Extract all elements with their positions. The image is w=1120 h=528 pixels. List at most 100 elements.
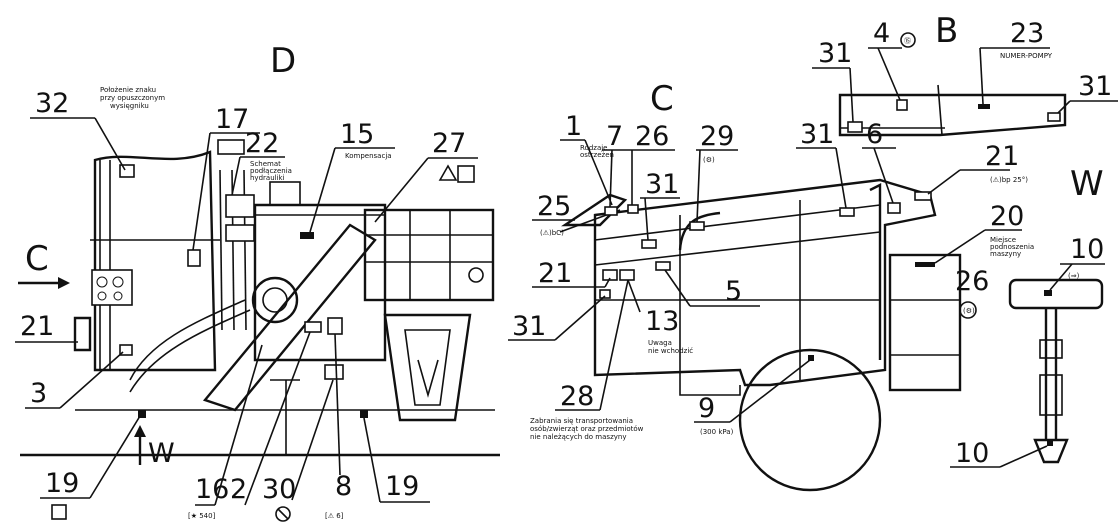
hose <box>129 299 246 381</box>
sign-c26b <box>959 301 977 319</box>
knob-icon <box>97 291 107 301</box>
note-c20a: Miejsce <box>990 236 1016 244</box>
callout-c25: 25 <box>537 191 571 222</box>
leader <box>244 331 311 506</box>
sticker-19b <box>360 410 368 418</box>
callout-2: 2 <box>230 474 247 505</box>
callout-19a: 19 <box>45 468 79 499</box>
callout-30: 30 <box>262 474 296 505</box>
leader <box>309 147 336 233</box>
hose <box>129 309 251 393</box>
callout-w10a: 10 <box>1070 234 1104 265</box>
view-d: D <box>15 41 500 522</box>
leader <box>599 279 629 411</box>
sticker-21c <box>619 269 635 281</box>
sticker-b31b <box>1047 112 1061 122</box>
callout-8: 8 <box>335 471 352 502</box>
valve-block <box>225 194 255 218</box>
callout-b31b: 31 <box>1078 71 1112 102</box>
sticker-3 <box>119 344 133 356</box>
leader <box>554 295 606 341</box>
arrow-c-head <box>58 277 70 289</box>
callout-w10b: 10 <box>955 438 989 469</box>
sign-c26b-text: (⚙) <box>963 307 975 315</box>
sign-c25: (⚠)bC) <box>540 229 564 237</box>
note-d15: Kompensacja <box>345 152 392 160</box>
callout-21: 21 <box>20 311 54 342</box>
hopper <box>383 313 472 422</box>
sticker-w10b <box>1047 440 1053 446</box>
w-bar <box>1008 278 1104 310</box>
callout-c31a: 31 <box>645 169 679 200</box>
callout-c31c: 31 <box>512 311 546 342</box>
view-c: C 1 Ro <box>508 79 1034 492</box>
hopper-v <box>417 359 439 398</box>
arrow-w-head <box>134 425 146 437</box>
sticker-b31a <box>847 121 863 133</box>
callout-c28: 28 <box>560 381 594 412</box>
view-label-b: B <box>935 11 958 51</box>
note-c28c: nie należących do maszyny <box>530 433 626 441</box>
sticker-30 <box>324 364 344 380</box>
c-cabinet <box>888 253 962 392</box>
arrow-c-label: C <box>25 239 49 279</box>
control-panel <box>91 269 133 306</box>
leader <box>94 117 126 171</box>
leader <box>334 333 341 476</box>
callout-b31a: 31 <box>818 38 852 69</box>
warning-triangle-icon <box>438 164 458 181</box>
w-hook <box>1033 438 1069 464</box>
callout-c5: 5 <box>725 276 742 307</box>
callout-c29: 29 <box>700 121 734 152</box>
callout-3: 3 <box>30 378 47 409</box>
view-w: W 10 (⇒) 10 <box>950 164 1105 469</box>
sign-c29: (⚙) <box>703 156 715 164</box>
view-label-w: W <box>1070 164 1104 204</box>
leader <box>1057 100 1071 114</box>
leader <box>374 157 429 223</box>
leader <box>873 147 894 204</box>
leader <box>664 269 691 307</box>
callout-32: 32 <box>35 88 69 119</box>
note-d1: Położenie znaku <box>100 86 156 94</box>
c-body-line <box>594 204 881 241</box>
callout-c7: 7 <box>606 121 623 152</box>
callout-c1: 1 <box>565 111 582 142</box>
leader <box>627 279 641 313</box>
knob-icon <box>113 291 123 301</box>
note-c28b: osób/zwierząt oraz przedmiotów <box>530 425 644 433</box>
note-d6: hydrauliki <box>250 174 285 182</box>
sign-c21a: (⚠)bp 25°) <box>990 176 1028 184</box>
leader <box>644 197 649 241</box>
leader <box>877 47 901 101</box>
callout-c31b: 31 <box>800 119 834 150</box>
callout-c21a: 21 <box>985 141 1019 172</box>
sign-w10: (⇒) <box>1068 272 1080 280</box>
callout-16: 16 <box>195 474 229 505</box>
leader <box>231 156 241 196</box>
c-boom <box>561 193 628 227</box>
note-c9: (300 kPa) <box>700 428 734 436</box>
leader <box>584 139 613 206</box>
prohibition-slash <box>277 508 289 520</box>
valve-block <box>225 224 255 242</box>
leader <box>979 47 984 105</box>
knob-icon <box>112 276 124 288</box>
leader <box>59 351 124 409</box>
sign-27 <box>457 165 475 183</box>
b-divider <box>937 84 943 136</box>
c-wheel <box>738 348 882 492</box>
boom-pivot <box>251 276 299 324</box>
leader <box>835 147 847 209</box>
pipe <box>243 169 247 331</box>
leader <box>729 359 811 423</box>
sticker-20 <box>915 262 935 267</box>
note-c1a: Rodzaje <box>580 144 608 152</box>
sticker-8 <box>327 317 343 335</box>
c-handrail <box>678 211 721 251</box>
sticker-7 <box>604 206 618 216</box>
view-label-c: C <box>650 79 674 119</box>
sticker-26 <box>627 204 639 214</box>
w-joint <box>1039 339 1063 359</box>
c-body-outline <box>593 178 937 387</box>
